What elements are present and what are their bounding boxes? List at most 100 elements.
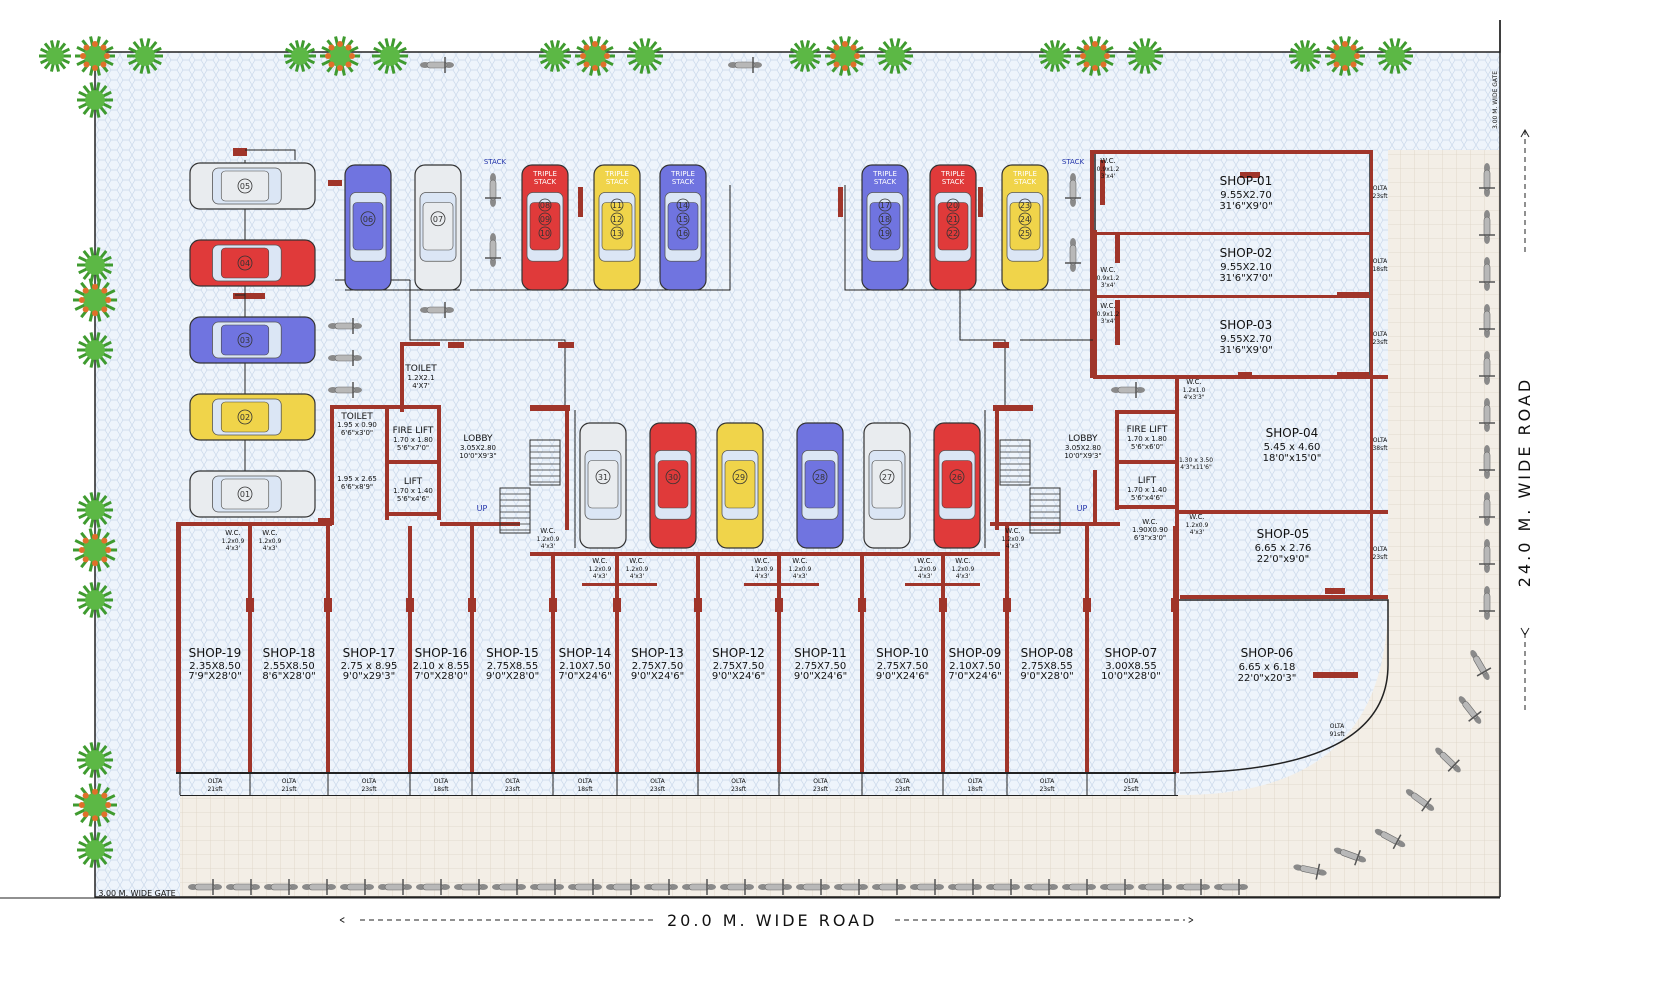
car-05: 05 bbox=[189, 162, 316, 210]
wc-ft: 4'x3' bbox=[1006, 543, 1021, 550]
toilet-b-dim: 1.95 x 0.90 bbox=[337, 421, 377, 429]
wc-dim: 1.2x0.9 bbox=[1002, 536, 1025, 543]
shop-name: SHOP-11 bbox=[794, 646, 847, 660]
wc-label: W.C.1.2x0.94'x3' bbox=[626, 557, 649, 580]
tree-icon bbox=[77, 82, 113, 118]
wc-dim: 1.2x0.9 bbox=[222, 538, 245, 545]
olta-area: 23sft bbox=[1039, 786, 1055, 793]
wc-dim: 1.2x1.0 bbox=[1183, 387, 1206, 394]
motorbike-icon bbox=[378, 879, 412, 895]
wc-label: W.C.1.2x1.04'x3'3" bbox=[1183, 378, 1206, 401]
wc-dim: 1.2x0.9 bbox=[259, 538, 282, 545]
wc-ft: 4'x3' bbox=[593, 573, 608, 580]
lobby-right-label: LOBBY bbox=[1068, 434, 1098, 444]
shop-ft: 9'0"x29'3" bbox=[343, 671, 395, 682]
car-30: 30 bbox=[649, 422, 697, 549]
wc-name: W.C. bbox=[955, 557, 970, 565]
motorbike-icon bbox=[758, 879, 792, 895]
wc-ft: 4'x3' bbox=[755, 573, 770, 580]
triple-stack-label: STACK bbox=[606, 178, 629, 186]
olta-area: 23sft bbox=[731, 786, 747, 793]
olta-right-labels: OLTA 23sft OLTA 18sft OLTA 23sft OLTA 38… bbox=[1329, 185, 1388, 738]
motorbike-icon bbox=[1479, 304, 1495, 338]
shop-ft: 9'0"X24'6" bbox=[794, 671, 847, 682]
wc-dim: 1.2x0.9 bbox=[589, 566, 612, 573]
motorbike-icon bbox=[796, 879, 830, 895]
wc-label: W.C.1.2x0.94'x3' bbox=[259, 529, 282, 552]
tree-icon bbox=[789, 40, 821, 72]
two-wheeler-parking bbox=[188, 57, 1495, 895]
wc-labels: W.C.0.9x1.23'x4'W.C.0.9x1.23'x4'W.C.0.9x… bbox=[222, 157, 1209, 580]
olta-label: OLTA bbox=[505, 778, 520, 785]
tree-icon bbox=[73, 278, 117, 322]
shop-dim: 2.75X7.50 bbox=[632, 661, 683, 672]
motorbike-icon bbox=[302, 879, 336, 895]
motorbike-icon bbox=[1024, 879, 1058, 895]
olta-label: OLTA bbox=[1373, 258, 1388, 265]
car-04: 04 bbox=[189, 239, 316, 287]
fire-lift-left-dim: 1.70 x 1.80 bbox=[393, 436, 433, 444]
right-road-label: 24.0 M. WIDE ROAD bbox=[1515, 377, 1534, 587]
tree-icon bbox=[825, 36, 865, 76]
tree-icon bbox=[1127, 38, 1163, 74]
motorbike-icon bbox=[1138, 879, 1172, 895]
tree-icon bbox=[77, 492, 113, 528]
shop-ft: 9'0"X24'6" bbox=[876, 671, 929, 682]
motorbike-icon bbox=[1479, 539, 1495, 573]
lobby-right-ft: 10'0"X9'3" bbox=[1064, 452, 1101, 460]
tree-icon bbox=[284, 40, 316, 72]
motorbike-icon bbox=[910, 879, 944, 895]
wc-label: W.C.1.2x0.94'x3' bbox=[589, 557, 612, 580]
wc-ft: 4'x3' bbox=[226, 545, 241, 552]
motorbike-icon bbox=[416, 879, 450, 895]
car-02: 02 bbox=[189, 393, 316, 441]
lift-right-ft: 5'6"x4'6" bbox=[1131, 494, 1163, 502]
car-number: 09 bbox=[540, 215, 550, 224]
wc-ft: 4'x3' bbox=[263, 545, 278, 552]
motorbike-icon bbox=[485, 173, 501, 207]
tree-icon bbox=[77, 332, 113, 368]
olta-label: OLTA bbox=[650, 778, 665, 785]
shop-ft: 7'0"X28'0" bbox=[414, 671, 467, 682]
shop-dim: 2.75X7.50 bbox=[877, 661, 928, 672]
motorbike-icon bbox=[1479, 351, 1495, 385]
fire-lift-right-ft: 5'6"x6'0" bbox=[1131, 443, 1163, 451]
car-number: 02 bbox=[240, 413, 250, 422]
car-number: 21 bbox=[948, 215, 958, 224]
olta-label: OLTA bbox=[968, 778, 983, 785]
motorbike-icon bbox=[1176, 879, 1210, 895]
shop-ft: 7'0"X24'6" bbox=[948, 671, 1001, 682]
shop-dim: 2.75 x 8.95 bbox=[341, 661, 398, 672]
shop-04-name: SHOP-04 bbox=[1266, 426, 1319, 440]
tree-icon bbox=[372, 38, 408, 74]
shop-name: SHOP-07 bbox=[1105, 646, 1158, 660]
wc-ft: 4'x3'3" bbox=[1183, 394, 1204, 401]
wc-label: W.C.1.2x0.94'x3' bbox=[789, 557, 812, 580]
wc-dim: 0.9x1.2 bbox=[1097, 166, 1120, 173]
lobby-left-label: LOBBY bbox=[463, 434, 493, 444]
shop-dim: 2.75X8.55 bbox=[1021, 661, 1072, 672]
up-label-left: UP bbox=[477, 504, 488, 513]
motorbike-icon bbox=[1479, 398, 1495, 432]
olta-label: OLTA bbox=[208, 778, 223, 785]
wc-name: W.C. bbox=[1100, 266, 1115, 274]
car-07: 07 bbox=[414, 164, 462, 291]
car-number: 07 bbox=[433, 215, 443, 224]
motorbike-icon bbox=[948, 879, 982, 895]
triple-stack-label: TRIPLE bbox=[670, 170, 695, 178]
triple-stack-label: STACK bbox=[1014, 178, 1037, 186]
shop-05: SHOP-05 6.65 x 2.76 22'0"x9'0" bbox=[1255, 527, 1312, 565]
wc-label: W.C.1.2x0.94'x3' bbox=[537, 527, 560, 550]
triple-stack-label: TRIPLE bbox=[872, 170, 897, 178]
gate-bottom-label: 3.00 M. WIDE GATE bbox=[98, 889, 175, 898]
car-number: 31 bbox=[598, 473, 608, 482]
wc-dim: 0.9x1.2 bbox=[1097, 275, 1120, 282]
